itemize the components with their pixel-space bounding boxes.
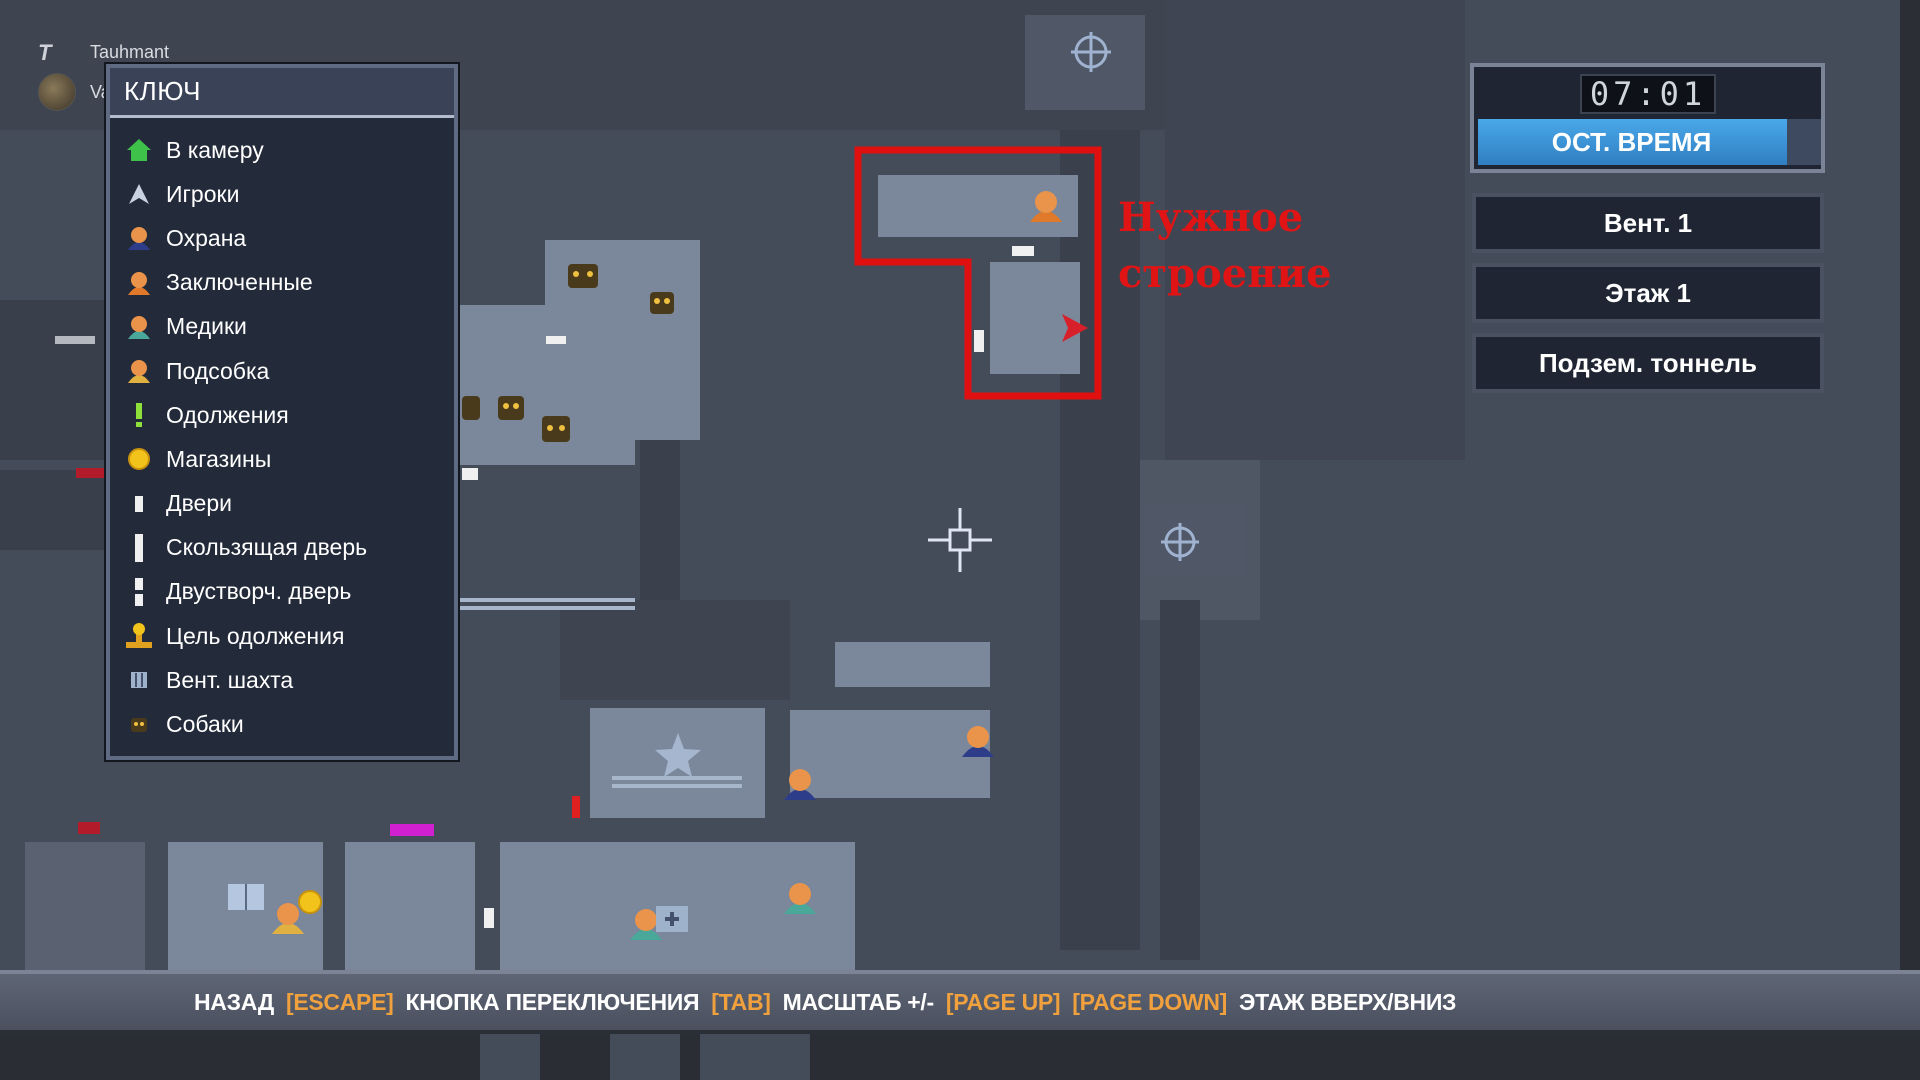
control-page-down-key[interactable]: [PAGE DOWN] (1072, 988, 1227, 1015)
shop-coin-icon (298, 890, 322, 914)
house-icon (124, 135, 154, 165)
dog-icon (542, 416, 570, 442)
annotation-text: Нужное строение (1118, 190, 1338, 302)
room (25, 842, 145, 972)
favour-target-icon (124, 621, 154, 651)
legend-item-dogs: Собаки (110, 702, 454, 746)
dog-icon (462, 396, 480, 420)
legend-item-players: Игроки (110, 172, 454, 216)
legend-item-sliding-door: Скользящая дверь (110, 526, 454, 570)
worker-icon (124, 356, 154, 386)
door-marker (484, 908, 494, 928)
stream-overlay: T Tauhmant Van (38, 32, 169, 112)
guard-icon (962, 726, 994, 757)
time-remaining-panel: 07:01 ОСТ. ВРЕМЯ (1470, 63, 1825, 173)
exclamation-icon (124, 400, 154, 430)
dog-icon (498, 396, 524, 420)
legend-item-workers: Подсобка (110, 349, 454, 393)
door-marker (546, 336, 566, 344)
control-back-label: НАЗАД (194, 988, 274, 1015)
medic-icon (630, 909, 662, 940)
target-building-outline (854, 146, 1102, 400)
control-zoom-label: МАСШТАБ +/- (782, 988, 935, 1015)
map-legend: КЛЮЧ В камеру Игроки Охрана Заключенные (104, 62, 460, 762)
room (835, 642, 990, 687)
inmate-icon (124, 268, 154, 298)
floor-button-tunnel[interactable]: Подзем. тоннель (1472, 333, 1824, 393)
vent-icon (124, 665, 154, 695)
door-icon (124, 489, 154, 519)
annotation-line-2: строение (1118, 250, 1332, 297)
medic-icon (784, 883, 816, 914)
guard-icon (124, 223, 154, 253)
legend-item-favours: Одолжения (110, 393, 454, 437)
channel-logo-icon: T (38, 40, 52, 65)
guard-icon (784, 769, 816, 800)
control-toggle-label: КНОПКА ПЕРЕКЛЮЧЕНИЯ (405, 988, 700, 1015)
legend-list: В камеру Игроки Охрана Заключенные Медик… (110, 118, 454, 747)
legend-item-favour-target: Цель одолжения (110, 614, 454, 658)
timer-digits: 07:01 (1580, 74, 1716, 114)
control-page-up-key[interactable]: [PAGE UP] (945, 988, 1061, 1015)
floor-button-floor-1[interactable]: Этаж 1 (1472, 263, 1824, 323)
dog-icon (650, 292, 674, 314)
floor-button-vent-1[interactable]: Вент. 1 (1472, 193, 1824, 253)
legend-title: КЛЮЧ (110, 68, 454, 118)
dog-icon (124, 710, 154, 740)
timer-progress-bar (1478, 119, 1821, 165)
crosshair-icon[interactable] (1161, 523, 1199, 561)
room (345, 842, 475, 972)
inmate-icon (1030, 191, 1062, 222)
double-door-icon (124, 577, 154, 607)
avatar (38, 73, 76, 111)
medic-icon (124, 312, 154, 342)
sliding-door-icon (124, 533, 154, 563)
legend-item-shops: Магазины (110, 437, 454, 481)
control-floor-label: ЭТАЖ ВВЕРХ/ВНИЗ (1239, 988, 1457, 1015)
legend-item-to-cell: В камеру (110, 128, 454, 172)
control-escape-key[interactable]: [ESCAPE] (285, 988, 394, 1015)
legend-item-doors: Двери (110, 482, 454, 526)
door-marker (974, 330, 984, 352)
room (790, 710, 990, 798)
legend-item-inmates: Заключенные (110, 261, 454, 305)
player-arrow-icon (1062, 314, 1088, 342)
worker-icon (272, 903, 304, 934)
controls-hint-bar: НАЗАД [ESCAPE] КНОПКА ПЕРЕКЛЮЧЕНИЯ [TAB]… (0, 970, 1920, 1034)
player-arrow-icon (124, 179, 154, 209)
door-marker (1012, 246, 1034, 256)
legend-item-vent: Вент. шахта (110, 658, 454, 702)
medkit-icon (656, 906, 688, 932)
star-icon (655, 733, 701, 777)
dog-icon (568, 264, 598, 288)
legend-item-double-door: Двустворч. дверь (110, 570, 454, 614)
control-tab-key[interactable]: [TAB] (711, 988, 771, 1015)
door-marker (462, 468, 478, 480)
crosshair-icon[interactable] (1071, 32, 1111, 72)
legend-item-medics: Медики (110, 305, 454, 349)
book-icon (228, 884, 264, 910)
legend-item-guards: Охрана (110, 216, 454, 260)
annotation-line-1: Нужное (1118, 194, 1304, 241)
map-cursor-icon (928, 508, 992, 572)
stream-top-name: Tauhmant (90, 41, 170, 62)
shop-coin-icon (124, 444, 154, 474)
timer-label: ОСТ. ВРЕМЯ (1551, 127, 1712, 157)
